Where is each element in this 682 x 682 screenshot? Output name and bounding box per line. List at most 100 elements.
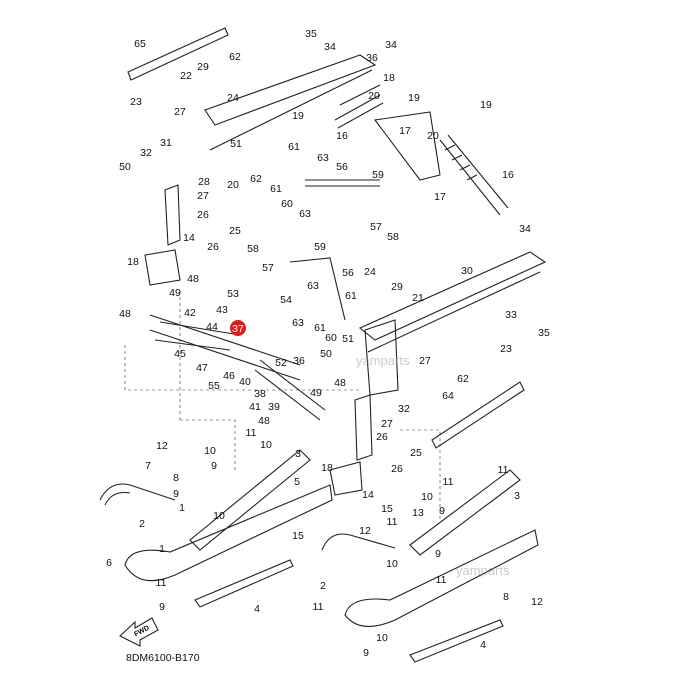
part-label-9[interactable]: 9 [439, 505, 445, 517]
part-label-18[interactable]: 18 [383, 72, 395, 84]
part-label-38[interactable]: 38 [254, 388, 266, 400]
part-label-9[interactable]: 9 [159, 601, 165, 613]
part-label-61[interactable]: 61 [345, 290, 357, 302]
part-label-10[interactable]: 10 [204, 445, 216, 457]
part-label-19[interactable]: 19 [408, 92, 420, 104]
part-label-49[interactable]: 49 [310, 387, 322, 399]
part-label-63[interactable]: 63 [299, 208, 311, 220]
part-label-7[interactable]: 7 [145, 460, 151, 472]
part-label-11[interactable]: 11 [436, 574, 447, 586]
part-label-42[interactable]: 42 [184, 307, 196, 319]
part-label-9[interactable]: 9 [211, 460, 217, 472]
part-label-11[interactable]: 11 [387, 516, 398, 528]
part-label-8[interactable]: 8 [503, 591, 509, 603]
part-label-20[interactable]: 20 [368, 90, 380, 102]
part-label-12[interactable]: 12 [531, 596, 543, 608]
part-label-20[interactable]: 20 [427, 130, 439, 142]
part-label-9[interactable]: 9 [435, 548, 441, 560]
part-label-24[interactable]: 24 [364, 266, 376, 278]
part-label-23[interactable]: 23 [130, 96, 142, 108]
part-label-11[interactable]: 11 [246, 427, 257, 439]
part-label-18[interactable]: 18 [127, 256, 139, 268]
part-label-30[interactable]: 30 [461, 265, 473, 277]
part-label-17[interactable]: 17 [434, 191, 446, 203]
part-label-61[interactable]: 61 [314, 322, 326, 334]
part-label-11[interactable]: 11 [156, 577, 167, 589]
part-label-26[interactable]: 26 [207, 241, 219, 253]
part-label-15[interactable]: 15 [381, 503, 393, 515]
part-label-28[interactable]: 28 [198, 176, 210, 188]
part-label-18[interactable]: 18 [321, 462, 333, 474]
part-label-19[interactable]: 19 [292, 110, 304, 122]
part-label-51[interactable]: 51 [230, 138, 242, 150]
part-label-4[interactable]: 4 [480, 639, 486, 651]
part-label-48[interactable]: 48 [258, 415, 270, 427]
part-label-48[interactable]: 48 [119, 308, 131, 320]
part-label-59[interactable]: 59 [372, 169, 384, 181]
part-label-9[interactable]: 9 [173, 488, 179, 500]
part-label-60[interactable]: 60 [281, 198, 293, 210]
part-label-26[interactable]: 26 [197, 209, 209, 221]
part-label-54[interactable]: 54 [280, 294, 292, 306]
part-label-13[interactable]: 13 [412, 507, 424, 519]
part-label-5[interactable]: 5 [294, 476, 300, 488]
part-label-57[interactable]: 57 [370, 221, 382, 233]
part-label-61[interactable]: 61 [288, 141, 300, 153]
part-label-3[interactable]: 3 [514, 490, 520, 502]
part-label-10[interactable]: 10 [421, 491, 433, 503]
part-label-62[interactable]: 62 [250, 173, 262, 185]
part-label-50[interactable]: 50 [320, 348, 332, 360]
part-label-24[interactable]: 24 [227, 92, 239, 104]
part-label-19[interactable]: 19 [480, 99, 492, 111]
part-label-56[interactable]: 56 [342, 267, 354, 279]
part-label-63[interactable]: 63 [292, 317, 304, 329]
part-label-39[interactable]: 39 [268, 401, 280, 413]
part-label-29[interactable]: 29 [197, 61, 209, 73]
part-label-47[interactable]: 47 [196, 362, 208, 374]
part-label-27[interactable]: 27 [381, 418, 393, 430]
part-label-26[interactable]: 26 [376, 431, 388, 443]
part-label-33[interactable]: 33 [505, 309, 517, 321]
part-label-4[interactable]: 4 [254, 603, 260, 615]
part-label-11[interactable]: 11 [313, 601, 324, 613]
part-label-35[interactable]: 35 [305, 28, 317, 40]
part-label-34[interactable]: 34 [385, 39, 397, 51]
part-label-63[interactable]: 63 [317, 152, 329, 164]
part-label-55[interactable]: 55 [208, 380, 220, 392]
part-label-56[interactable]: 56 [336, 161, 348, 173]
part-label-25[interactable]: 25 [410, 447, 422, 459]
part-label-64[interactable]: 64 [442, 390, 454, 402]
part-label-44[interactable]: 44 [206, 321, 218, 333]
part-label-34[interactable]: 34 [324, 41, 336, 53]
part-label-46[interactable]: 46 [223, 370, 235, 382]
part-label-60[interactable]: 60 [325, 332, 337, 344]
part-label-9[interactable]: 9 [363, 647, 369, 659]
part-label-51[interactable]: 51 [342, 333, 354, 345]
part-label-52[interactable]: 52 [275, 357, 287, 369]
part-label-16[interactable]: 16 [336, 130, 348, 142]
part-label-27[interactable]: 27 [197, 190, 209, 202]
part-label-15[interactable]: 15 [292, 530, 304, 542]
part-label-62[interactable]: 62 [229, 51, 241, 63]
part-label-11[interactable]: 11 [498, 464, 509, 476]
part-label-14[interactable]: 14 [183, 232, 195, 244]
part-label-40[interactable]: 40 [239, 376, 251, 388]
part-label-32[interactable]: 32 [398, 403, 410, 415]
part-label-22[interactable]: 22 [180, 70, 192, 82]
part-label-48[interactable]: 48 [187, 273, 199, 285]
part-label-43[interactable]: 43 [216, 304, 228, 316]
part-label-27[interactable]: 27 [419, 355, 431, 367]
part-label-31[interactable]: 31 [160, 137, 172, 149]
part-label-11[interactable]: 11 [443, 476, 454, 488]
part-label-59[interactable]: 59 [314, 241, 326, 253]
part-label-3[interactable]: 3 [295, 448, 301, 460]
part-label-8[interactable]: 8 [173, 472, 179, 484]
part-label-1[interactable]: 1 [179, 502, 185, 514]
part-label-36[interactable]: 36 [366, 52, 378, 64]
part-label-10[interactable]: 10 [260, 439, 272, 451]
highlighted-part-label[interactable]: 37 [232, 323, 244, 335]
part-label-36[interactable]: 36 [293, 355, 305, 367]
part-label-17[interactable]: 17 [399, 125, 411, 137]
part-label-61[interactable]: 61 [270, 183, 282, 195]
part-label-27[interactable]: 27 [174, 106, 186, 118]
